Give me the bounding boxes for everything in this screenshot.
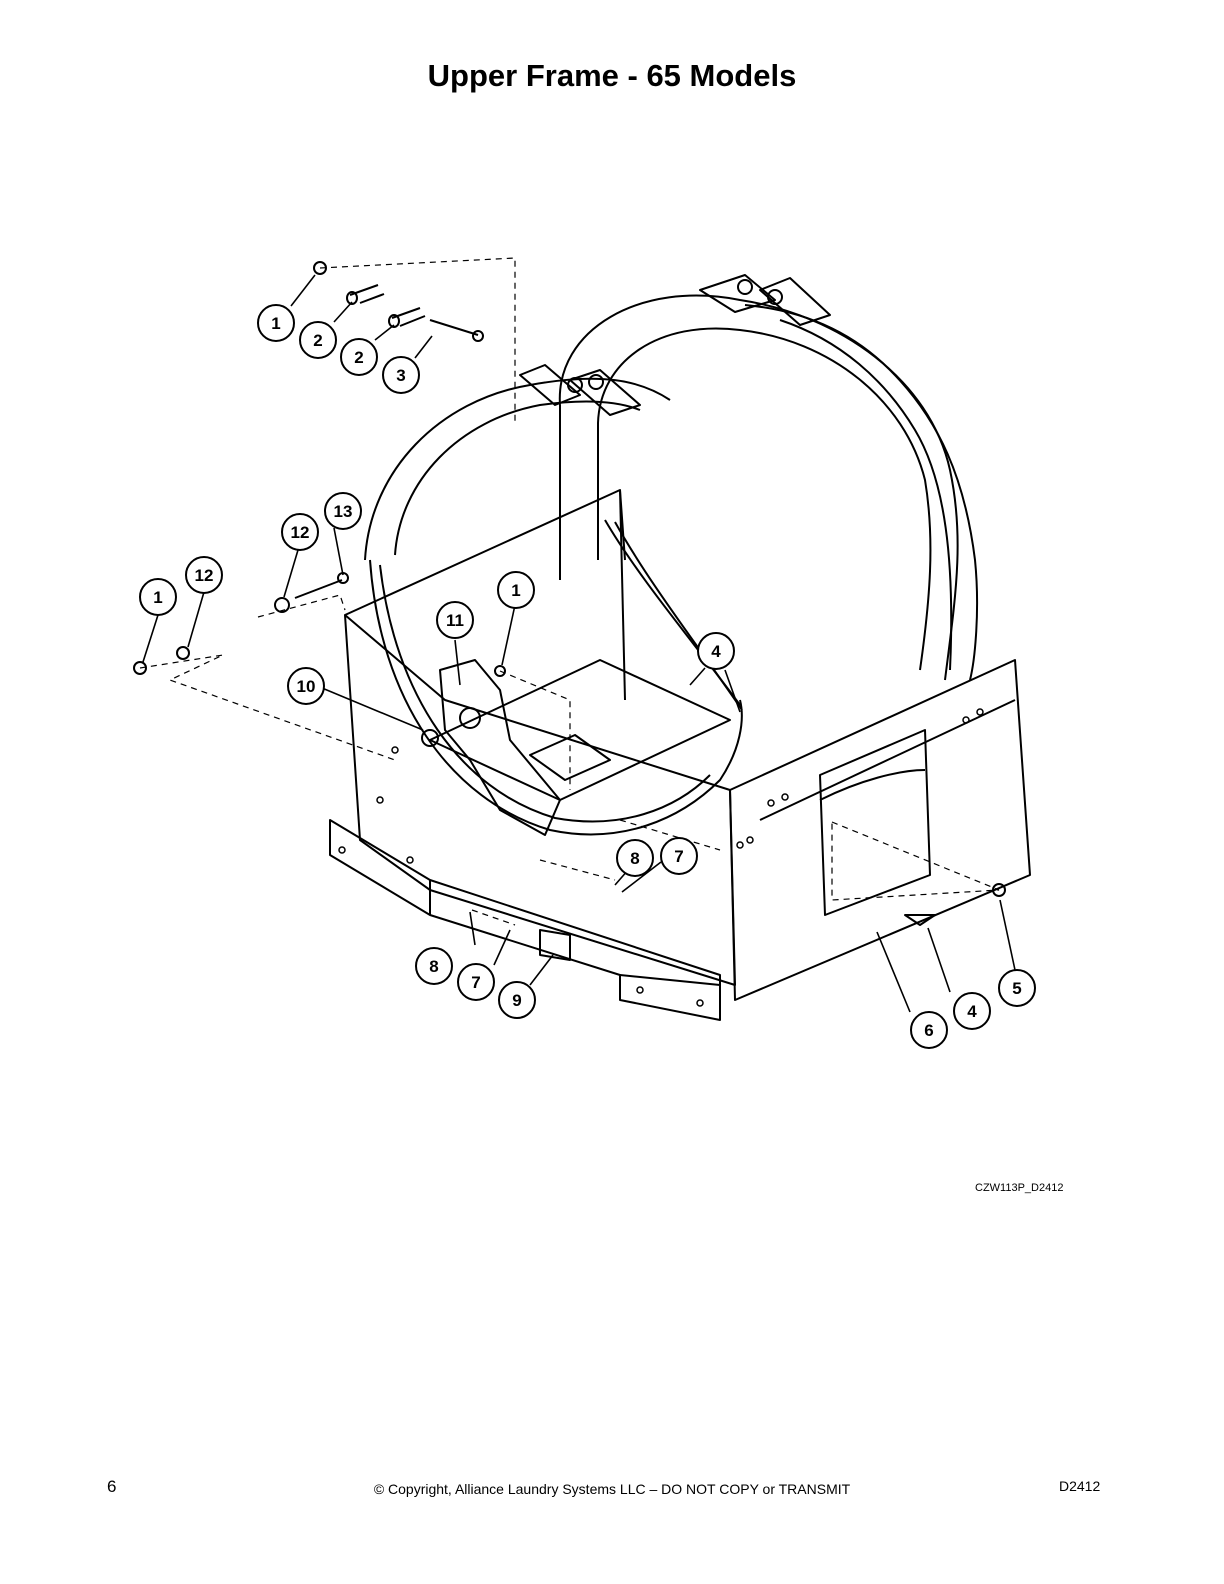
svg-text:1: 1 [511,581,520,600]
callout-11: 11 [436,601,474,639]
callout-6: 6 [910,1011,948,1049]
svg-text:8: 8 [630,849,639,868]
svg-text:3: 3 [396,366,405,385]
svg-text:9: 9 [512,991,521,1010]
callout-8-bottom: 8 [415,947,453,985]
svg-text:7: 7 [471,973,480,992]
callout-1-center: 1 [497,571,535,609]
svg-text:1: 1 [153,588,162,607]
svg-text:4: 4 [711,642,721,661]
callout-1-left: 1 [139,578,177,616]
callout-12-b: 12 [185,556,223,594]
callout-7-right: 7 [660,837,698,875]
callout-2-b: 2 [340,338,378,376]
svg-text:8: 8 [429,957,438,976]
svg-text:12: 12 [195,566,214,585]
document-number: D2412 [1059,1478,1101,1494]
callout-3: 3 [382,356,420,394]
callout-10: 10 [287,667,325,705]
callout-2-a: 2 [299,321,337,359]
callouts: 1 2 2 3 13 12 12 1 11 1 10 4 8 7 8 7 9 6… [139,304,1036,1049]
svg-text:10: 10 [297,677,316,696]
svg-text:2: 2 [313,331,322,350]
svg-text:12: 12 [291,523,310,542]
svg-text:1: 1 [271,314,280,333]
svg-text:6: 6 [924,1021,933,1040]
svg-text:4: 4 [967,1002,977,1021]
svg-text:11: 11 [446,611,464,630]
copyright-notice: © Copyright, Alliance Laundry Systems LL… [373,1481,851,1497]
drawing-id: CZW113P_D2412 [975,1182,1064,1194]
callout-4-bottom: 4 [953,992,991,1030]
frame-front-panel [344,614,736,986]
page-title: Upper Frame - 65 Models [427,58,797,93]
callout-7-bottom: 7 [457,963,495,1001]
callout-8-right: 8 [616,839,654,877]
callout-4-top: 4 [697,632,735,670]
page-number: 6 [107,1477,117,1496]
inner-band [369,559,743,836]
svg-text:7: 7 [674,847,683,866]
callout-5: 5 [998,969,1036,1007]
svg-text:5: 5 [1012,979,1021,998]
frame-right-panel [729,659,1031,1001]
callout-12-a: 12 [281,513,319,551]
svg-text:2: 2 [354,348,363,367]
rear-hoop [558,294,959,681]
callout-13: 13 [324,492,362,530]
callout-1-top: 1 [257,304,295,342]
svg-text:13: 13 [334,502,353,521]
callout-9: 9 [498,981,536,1019]
front-hoop [364,377,671,561]
